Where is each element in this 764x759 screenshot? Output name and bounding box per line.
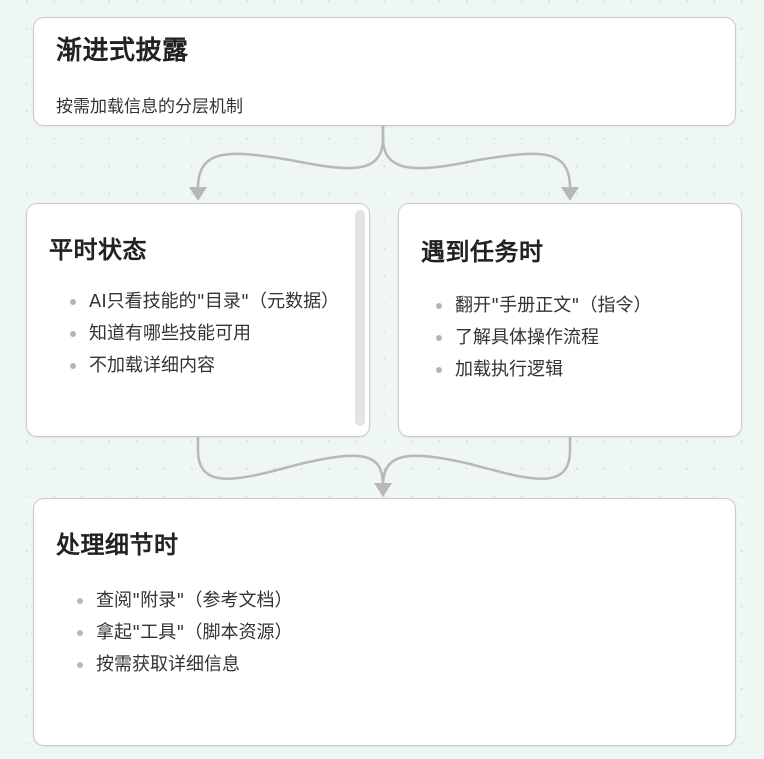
scrollbar[interactable] (355, 210, 365, 426)
edge-normal-to-detail (196, 437, 385, 486)
edge-root-to-normal (196, 126, 385, 189)
arrowhead-detail (374, 483, 392, 497)
list-item: 不加载详细内容 (65, 350, 335, 382)
node-task-state: 遇到任务时 翻开"手册正文"（指令） 了解具体操作流程 加载执行逻辑 (398, 203, 742, 437)
list-item: AI只看技能的"目录"（元数据） (65, 286, 339, 318)
arrowhead-task (561, 187, 579, 201)
node-normal-state: 平时状态 AI只看技能的"目录"（元数据） 知道有哪些技能可用 不加载详细内容 (26, 203, 370, 437)
list-item: 拿起"工具"（脚本资源） (72, 617, 472, 649)
root-node: 渐进式披露 按需加载信息的分层机制 (33, 17, 736, 126)
edge-root-to-task (381, 126, 572, 189)
node-task-list: 翻开"手册正文"（指令） 了解具体操作流程 加载执行逻辑 (431, 290, 731, 386)
node-task-title: 遇到任务时 (421, 238, 544, 266)
node-normal-list: AI只看技能的"目录"（元数据） 知道有哪些技能可用 不加载详细内容 (65, 286, 339, 382)
list-item: 知道有哪些技能可用 (65, 318, 335, 350)
list-item: 查阅"附录"（参考文档） (72, 585, 472, 617)
node-detail-title: 处理细节时 (56, 531, 179, 559)
root-subtitle: 按需加载信息的分层机制 (56, 97, 243, 117)
node-detail-state: 处理细节时 查阅"附录"（参考文档） 拿起"工具"（脚本资源） 按需获取详细信息 (33, 498, 736, 746)
list-item: 按需获取详细信息 (72, 649, 472, 681)
list-item: 加载执行逻辑 (431, 354, 731, 386)
list-item: 了解具体操作流程 (431, 322, 731, 354)
edge-task-to-detail (381, 437, 572, 486)
arrowhead-normal (189, 187, 207, 201)
node-detail-list: 查阅"附录"（参考文档） 拿起"工具"（脚本资源） 按需获取详细信息 (72, 585, 472, 681)
root-title: 渐进式披露 (56, 36, 189, 66)
list-item: 翻开"手册正文"（指令） (431, 290, 731, 322)
node-normal-title: 平时状态 (49, 236, 147, 264)
